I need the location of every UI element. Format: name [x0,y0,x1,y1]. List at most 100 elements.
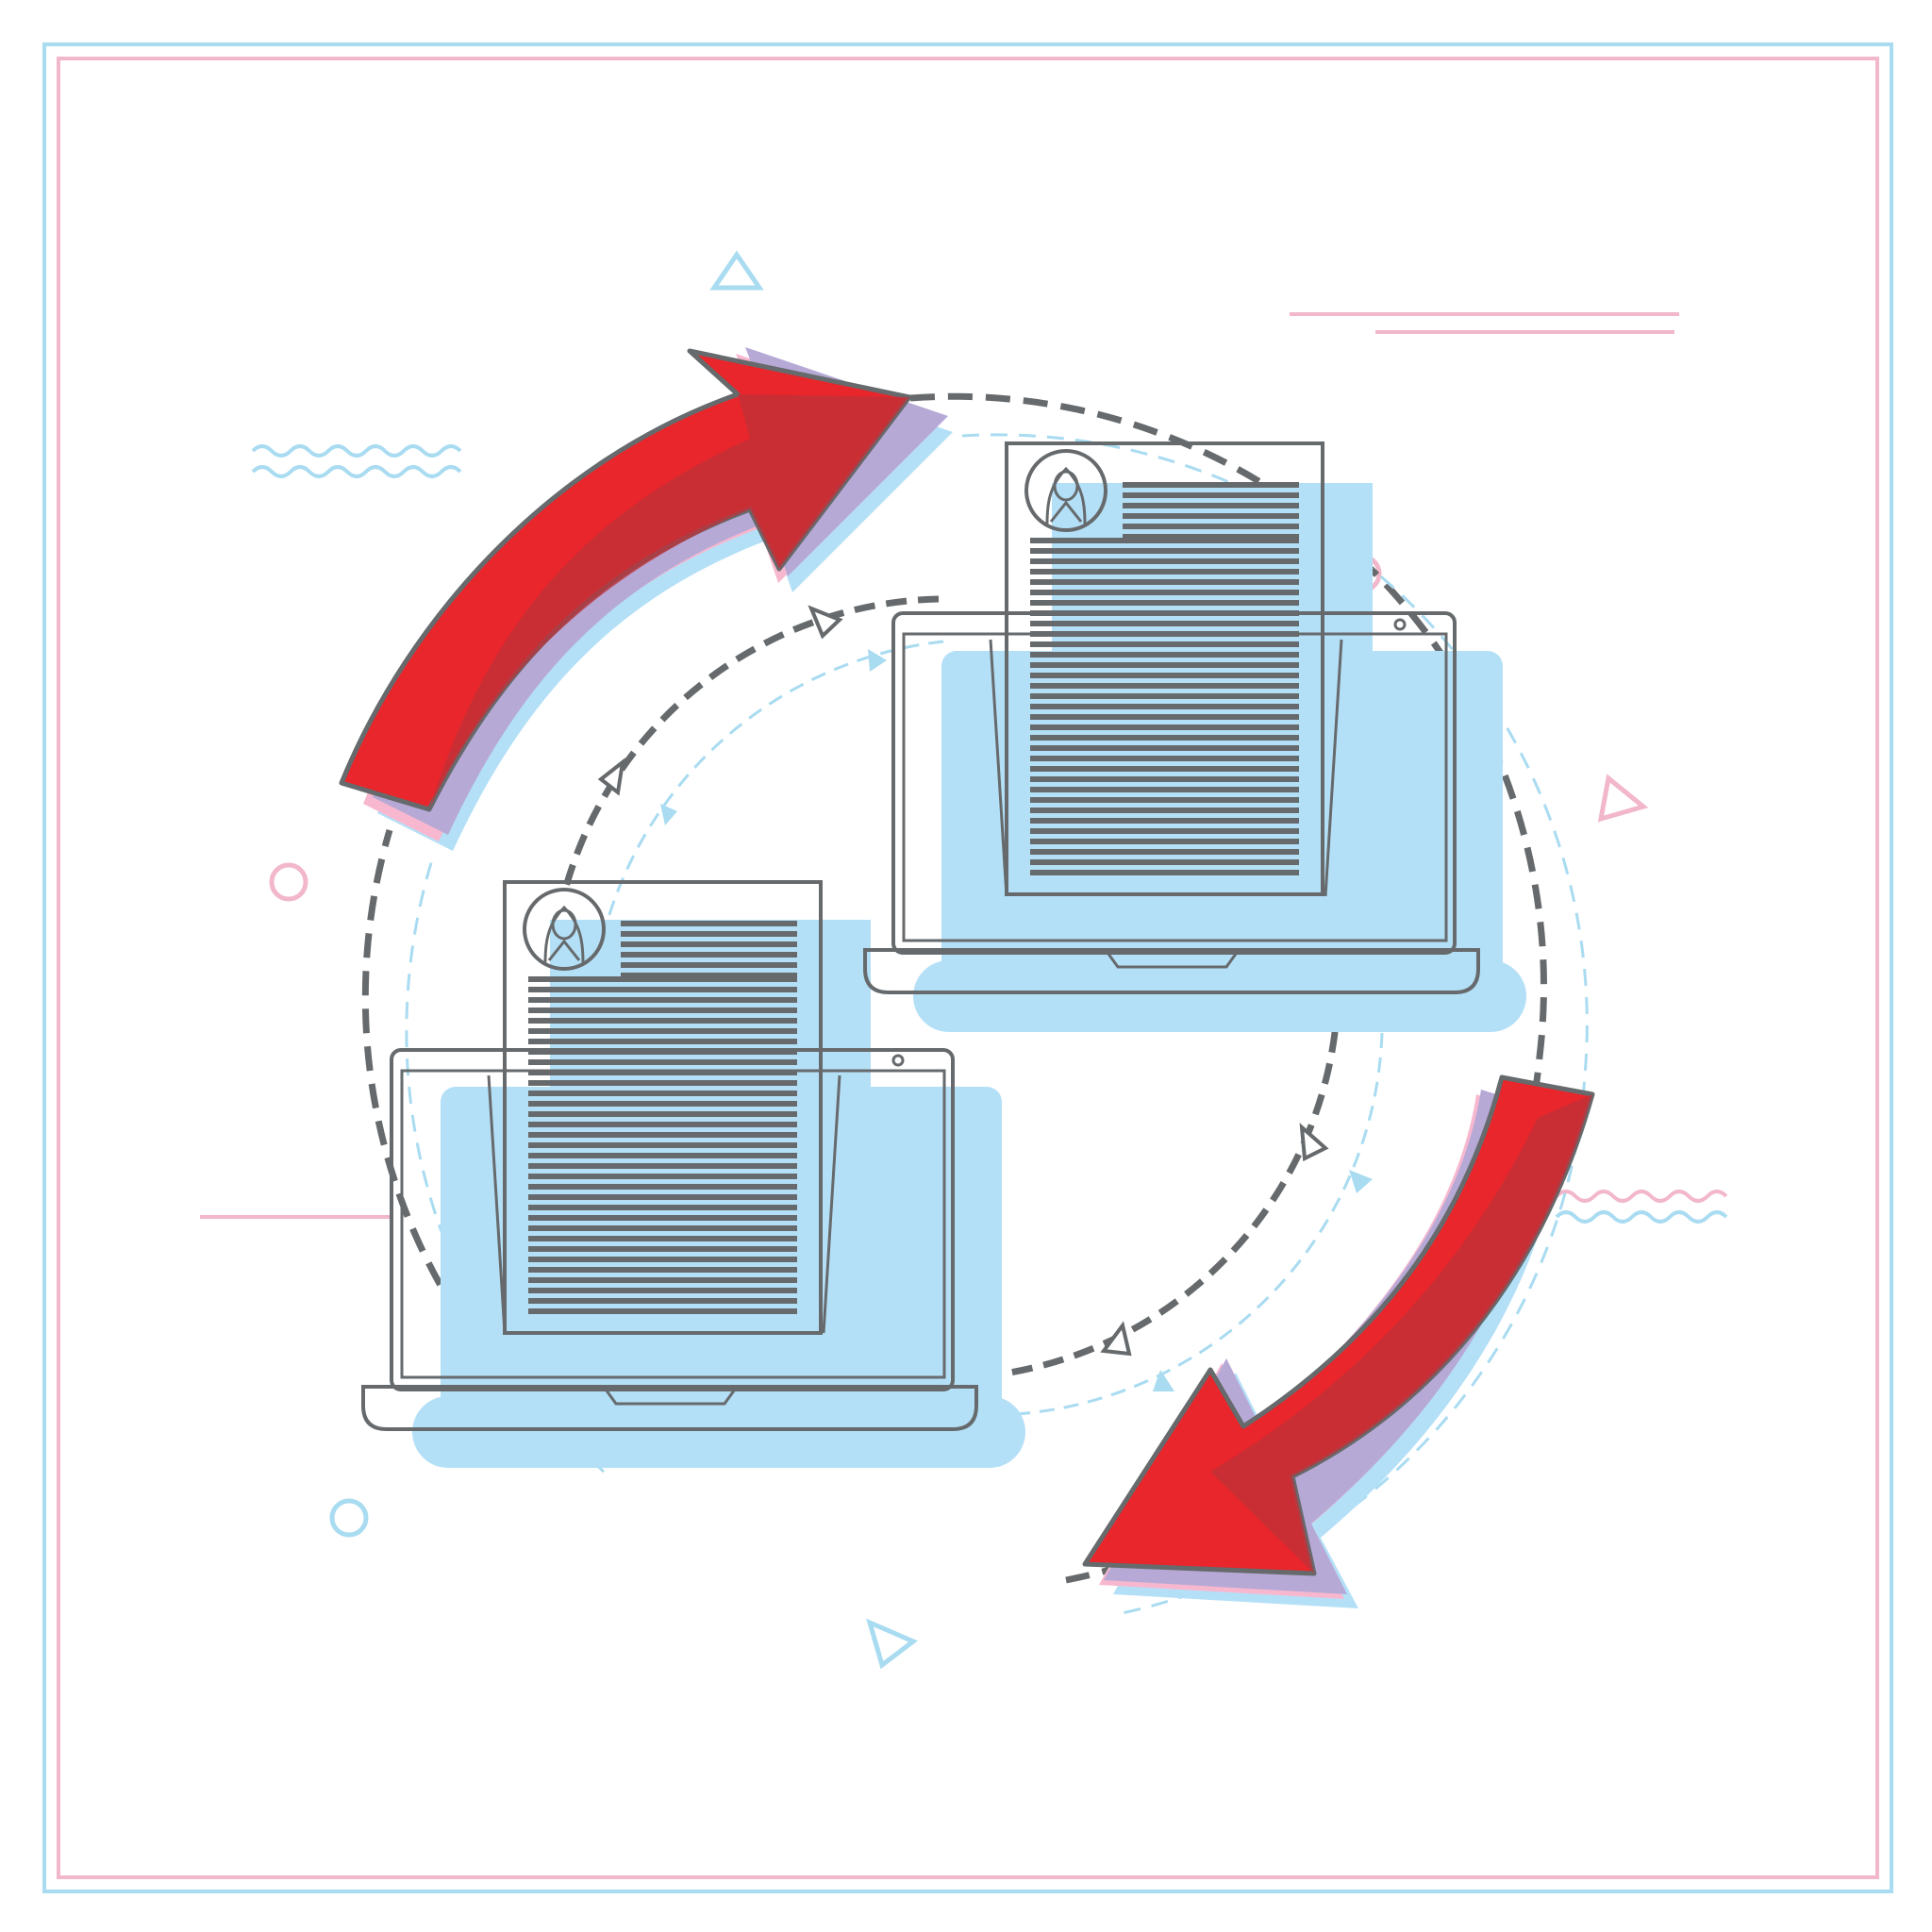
text-line [1030,818,1299,824]
text-line [1030,569,1299,575]
laptop-shadow [913,960,1526,1032]
text-line [1030,787,1299,792]
text-line [1030,600,1299,606]
text-line [528,1184,797,1190]
laptop-base [863,948,1480,994]
text-line [1030,641,1299,647]
text-line [528,1018,797,1024]
text-line [1030,724,1299,730]
laptop-notch [1104,949,1241,969]
text-line [528,1205,797,1210]
laptop-shadow [412,1396,1025,1468]
text-line [528,1174,797,1179]
outer-frame-pink [57,57,1879,1879]
text-line [528,1298,797,1304]
text-line [1030,621,1299,626]
wave-icon [251,444,462,458]
text-line [1030,776,1299,782]
text-line [528,1163,797,1169]
text-line [1030,859,1299,865]
triangle-icon [1153,1370,1174,1391]
text-line [1030,662,1299,668]
wave-icon [1555,1190,1728,1203]
text-line [1030,745,1299,751]
camera-icon [1393,618,1407,631]
triangle-icon [660,804,677,825]
text-line [1030,652,1299,658]
text-line [1030,538,1299,543]
text-line [528,1215,797,1221]
text-line [1123,492,1299,498]
text-line [1030,579,1299,585]
text-line [1030,704,1299,709]
text-line [528,1308,797,1314]
triangle-icon [1100,1321,1132,1357]
text-line [1030,558,1299,564]
text-line [528,1091,797,1096]
text-line [1030,766,1299,772]
text-line [528,1277,797,1283]
text-line [528,1080,797,1086]
resume-document-left [503,880,823,1335]
dashed-circle-inner [562,595,1341,1381]
text-line [1123,482,1299,488]
text-line [528,1039,797,1044]
triangle-icon [866,1618,918,1670]
text-line [528,1070,797,1075]
text-line [528,1111,797,1117]
text-line [1030,693,1299,699]
text-line [528,1194,797,1200]
text-line [1030,683,1299,689]
triangle-icon [808,605,843,640]
triangle-icon [1597,774,1649,823]
text-line [621,921,797,926]
text-line [1030,590,1299,595]
text-line [528,1153,797,1158]
triangle-icon [709,250,764,291]
triangle-icon [1299,1123,1329,1162]
text-line [528,1257,797,1262]
text-line [528,1122,797,1127]
document-page [1005,441,1324,896]
text-line [1123,524,1299,529]
text-line [528,1288,797,1293]
user-avatar-icon [1024,449,1108,532]
outer-frame-blue [42,42,1893,1893]
dashed-circle-inner-light [602,640,1384,1417]
sync-arrow-bottom-right [1082,1074,1595,1608]
text-line [621,973,797,978]
circle-icon [269,862,308,902]
wave-icon [1555,1210,1728,1224]
text-line [528,976,797,982]
triangle-icon [1349,1170,1373,1193]
text-line [1030,870,1299,875]
text-line [1030,735,1299,741]
text-line [621,941,797,947]
text-line [528,1142,797,1148]
laptop-notch [602,1386,739,1406]
text-line [1123,534,1299,540]
resume-document-right [1005,441,1324,896]
text-line [528,1101,797,1107]
text-line [621,952,797,958]
laptop-base [361,1385,978,1431]
text-line [528,1132,797,1138]
laptop-shadow [441,1087,1002,1424]
text-line [528,1267,797,1273]
text-line [1030,714,1299,720]
text-line [1030,797,1299,803]
text-line [1030,839,1299,844]
text-line [1123,503,1299,508]
text-line [1030,548,1299,554]
text-line [528,1236,797,1241]
text-line [528,1246,797,1252]
user-avatar-icon [523,888,606,971]
text-line [1030,756,1299,761]
text-line [1030,808,1299,813]
document-page [503,880,823,1335]
text-line [528,1059,797,1065]
text-line [528,987,797,992]
text-line [1030,610,1299,616]
